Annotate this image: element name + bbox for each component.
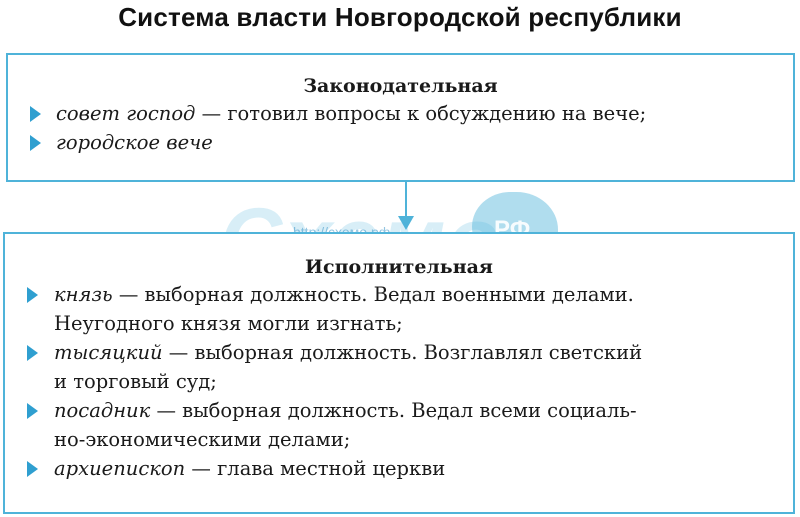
item-description-continued: Неугодного князя могли изгнать; [54,312,403,335]
item-description-continued: но-экономическими делами; [54,428,351,451]
item-description: — выборная должность. Ведал военными дел… [112,283,634,306]
item-term: городское вече [56,131,213,154]
item-term: тысяцкий [54,341,163,364]
list-item: архиепископ — глава местной церкви [5,454,793,483]
bullet-triangle-icon [27,403,38,419]
item-description: — выборная должность. Ведал всеми социал… [150,399,637,422]
bullet-triangle-icon [30,106,41,122]
item-term: совет господ [56,102,196,125]
item-term: архиепископ [54,457,186,480]
item-description-continued: и торговый суд; [54,370,217,393]
item-description: — выборная должность. Возглавлял светски… [162,341,643,364]
executive-heading: Исполнительная [305,256,493,278]
item-term: посадник [54,399,151,422]
list-item: городское вече [8,128,793,157]
bullet-triangle-icon [27,287,38,303]
list-item: тысяцкий — выборная должность. Возглавля… [5,338,793,396]
list-item: посадник — выборная должность. Ведал все… [5,396,793,454]
legislative-heading: Законодательная [303,75,498,97]
diagram-title: Система власти Новгородской республики [118,2,682,32]
item-description: — готовил вопросы к обсуждению на вече; [195,102,647,125]
executive-box: Исполнительная князь — выборная должност… [3,232,795,514]
legislative-box: Законодательная совет господ — готовил в… [6,53,795,182]
item-term: князь [54,283,113,306]
bullet-triangle-icon [27,461,38,477]
bullet-triangle-icon [30,135,41,151]
bullet-triangle-icon [27,345,38,361]
item-description: — глава местной церкви [185,457,446,480]
list-item: князь — выборная должность. Ведал военны… [5,280,793,338]
list-item: совет господ — готовил вопросы к обсужде… [8,99,793,128]
